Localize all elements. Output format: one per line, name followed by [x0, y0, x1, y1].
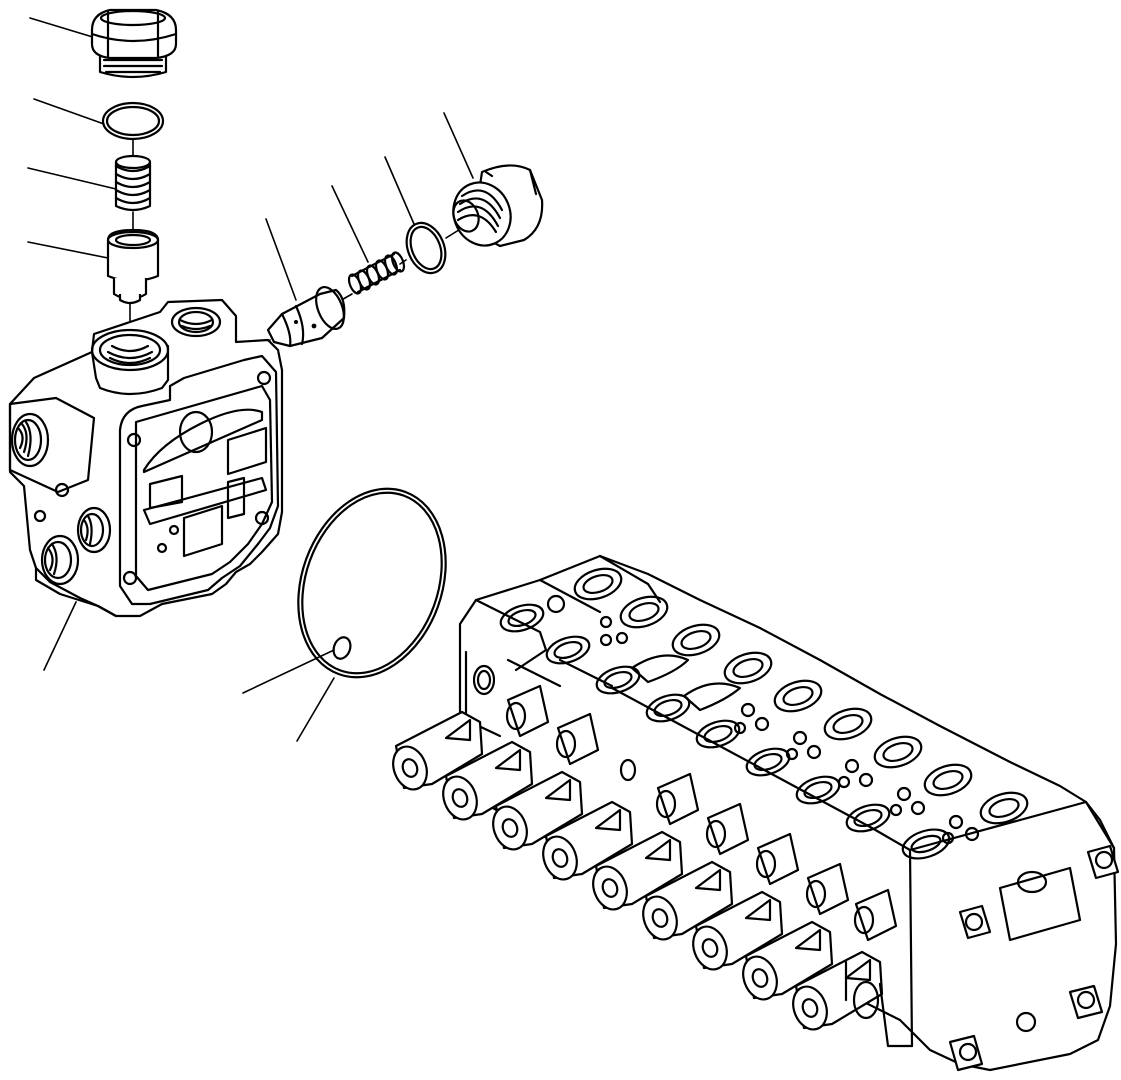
gasket-large: [297, 487, 447, 679]
leader-spring: [27, 167, 117, 190]
leader-lines: [27, 17, 474, 742]
poppet-side: [266, 286, 346, 348]
top-ports: [499, 567, 1029, 860]
o-ring-small: [332, 636, 352, 660]
o-ring-side: [405, 221, 447, 275]
leader-o-ring-side: [384, 156, 415, 225]
leader-valve-body: [43, 601, 77, 671]
control-valve-assembly: [392, 554, 1120, 1072]
valve: [106, 228, 160, 305]
end-cover-bolts: [948, 844, 1120, 1072]
leader-plug: [29, 17, 97, 39]
spool-caps: [392, 710, 884, 1031]
leader-gasket: [296, 677, 335, 742]
o-ring: [101, 101, 165, 141]
leader-spring-side: [331, 185, 369, 263]
plug: [90, 8, 178, 79]
spring-side: [347, 251, 406, 295]
leader-o-ring-small: [242, 649, 335, 694]
leader-poppet-side: [265, 218, 297, 301]
leader-plug-side: [443, 112, 474, 179]
spring: [114, 154, 152, 212]
leader-o-ring: [33, 98, 105, 125]
leader-valve: [27, 241, 109, 259]
valve-body: [8, 298, 284, 618]
plug-side: [452, 164, 544, 248]
fittings: [505, 684, 898, 942]
